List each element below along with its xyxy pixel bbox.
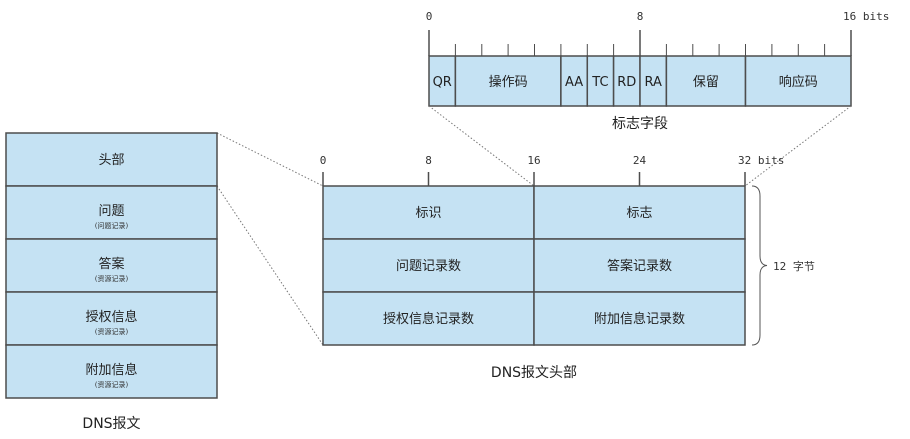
header-scale-8: 8 bbox=[425, 154, 432, 167]
flag-label-ra: RA bbox=[644, 75, 662, 90]
message-section-question-sub: (问题记录) bbox=[95, 222, 129, 230]
flag-label-rcode: 响应码 bbox=[779, 74, 818, 90]
flag-label-reserved: 保留 bbox=[693, 75, 719, 90]
header-label-arcount: 附加信息记录数 bbox=[594, 311, 685, 327]
message-section-additional-label: 附加信息 bbox=[85, 362, 137, 378]
header-zoom-line-bottom bbox=[216, 185, 324, 346]
flag-cell-qr bbox=[428, 55, 457, 107]
flag-label-aa: AA bbox=[565, 75, 583, 90]
message-section-authority-sub: (资源记录) bbox=[95, 327, 129, 336]
message-section-answer bbox=[5, 238, 218, 293]
header-scale-0: 0 bbox=[320, 154, 327, 167]
message-section-answer-sub: (资源记录) bbox=[95, 274, 129, 283]
flag-label-rd: RD bbox=[617, 75, 636, 90]
header-label-ancount: 答案记录数 bbox=[607, 258, 672, 274]
flag-cell-rcode bbox=[744, 55, 852, 107]
message-section-answer-label: 答案 bbox=[98, 256, 124, 272]
header-cell-flags bbox=[533, 185, 746, 240]
message-section-question-label: 问题 bbox=[98, 204, 124, 219]
flags-caption: 标志字段 bbox=[612, 116, 668, 132]
header-cell-nscount bbox=[322, 291, 535, 346]
flag-label-tc: TC bbox=[591, 75, 608, 90]
dns-message: 头部 问题 (问题记录) 答案 (资源记录) 授权信息 (资源记录) 附加信息 … bbox=[5, 132, 218, 432]
header-size-note: 12 字节 bbox=[773, 259, 815, 273]
flags-minor-ticks bbox=[454, 44, 826, 56]
header-scale-32: 32 bits bbox=[738, 154, 784, 167]
header-label-qdcount: 问题记录数 bbox=[396, 259, 461, 274]
header-label-id: 标识 bbox=[415, 206, 441, 221]
flag-label-qr: QR bbox=[433, 75, 452, 90]
zoom-connectors bbox=[216, 105, 852, 346]
flags-zoom-line-left bbox=[428, 105, 535, 187]
header-zoom-line-top bbox=[216, 132, 324, 187]
flags-field: 0 8 16 bits QR 操作码 bbox=[426, 10, 890, 132]
message-section-header bbox=[5, 132, 218, 187]
dns-header: 0 8 16 24 32 bits 标识 标志 问题记录数 答案记录数 授权信息… bbox=[320, 154, 815, 381]
message-section-additional-sub: (资源记录) bbox=[95, 380, 129, 389]
flag-label-opcode: 操作码 bbox=[489, 74, 528, 90]
header-cell-arcount bbox=[533, 291, 746, 346]
flag-cell-reserved bbox=[665, 55, 747, 107]
header-cell-qdcount bbox=[322, 238, 535, 293]
flags-scale-8: 8 bbox=[637, 10, 644, 23]
message-section-question bbox=[5, 185, 218, 240]
message-section-header-label: 头部 bbox=[98, 153, 124, 168]
header-scale-16: 16 bbox=[527, 154, 540, 167]
header-cell-ancount bbox=[533, 238, 746, 293]
flag-cell-aa bbox=[560, 55, 589, 107]
header-scale-24: 24 bbox=[633, 154, 647, 167]
message-caption: DNS报文 bbox=[82, 416, 140, 432]
message-section-authority-label: 授权信息 bbox=[85, 309, 137, 325]
flags-scale-0: 0 bbox=[426, 10, 433, 23]
flags-scale-16: 16 bits bbox=[843, 10, 889, 23]
header-caption: DNS报文头部 bbox=[491, 365, 577, 381]
header-label-nscount: 授权信息记录数 bbox=[383, 311, 474, 327]
message-section-additional bbox=[5, 344, 218, 399]
flags-zoom-line-right bbox=[744, 105, 852, 187]
header-size-brace bbox=[751, 185, 768, 346]
message-section-authority bbox=[5, 291, 218, 346]
header-label-flags: 标志 bbox=[626, 206, 652, 221]
